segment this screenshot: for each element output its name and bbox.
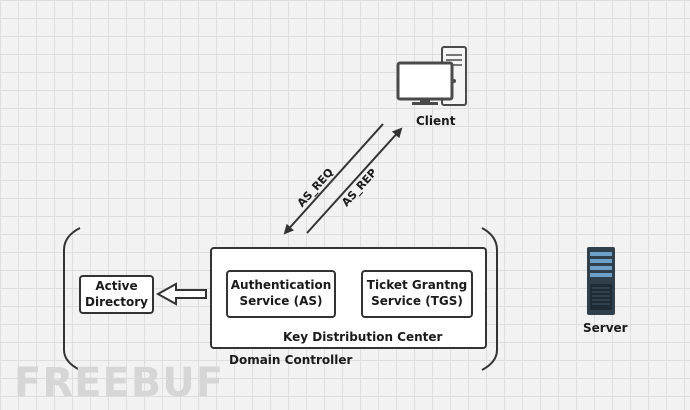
server-node: [586, 246, 616, 316]
authentication-service-node: Authentication Service (AS): [226, 270, 336, 318]
active-directory-label-line1: Active: [95, 278, 138, 293]
watermark: FREEBUF: [14, 360, 225, 406]
ticket-granting-service-label-line2: Service (TGS): [371, 294, 463, 308]
domain-controller-bracket-left: [63, 227, 81, 371]
as-rep-arrow: [306, 127, 403, 234]
authentication-service-label-line2: Service (AS): [239, 294, 323, 308]
ticket-granting-service-node: Ticket Grantng Service (TGS): [361, 270, 473, 318]
active-directory-node: Active Directory: [79, 275, 154, 314]
kdc-label: Key Distribution Center: [283, 330, 443, 344]
as-req-label: AS_REQ: [295, 166, 336, 210]
server-label: Server: [583, 321, 628, 335]
as-rep-label: AS_REP: [339, 166, 379, 209]
active-directory-label-line2: Directory: [85, 294, 148, 309]
client-node: [396, 45, 476, 107]
as-req-arrow: [283, 123, 384, 235]
ticket-granting-service-label-line1: Ticket Grantng: [366, 278, 468, 293]
client-label: Client: [416, 114, 456, 128]
domain-controller-label: Domain Controller: [229, 353, 353, 367]
computer-icon: [396, 46, 467, 106]
domain-controller-bracket-right: [481, 227, 498, 371]
kdc-to-ad-arrow: [155, 282, 207, 306]
server-icon: [587, 247, 615, 315]
authentication-service-label-line1: Authentication: [230, 278, 332, 293]
